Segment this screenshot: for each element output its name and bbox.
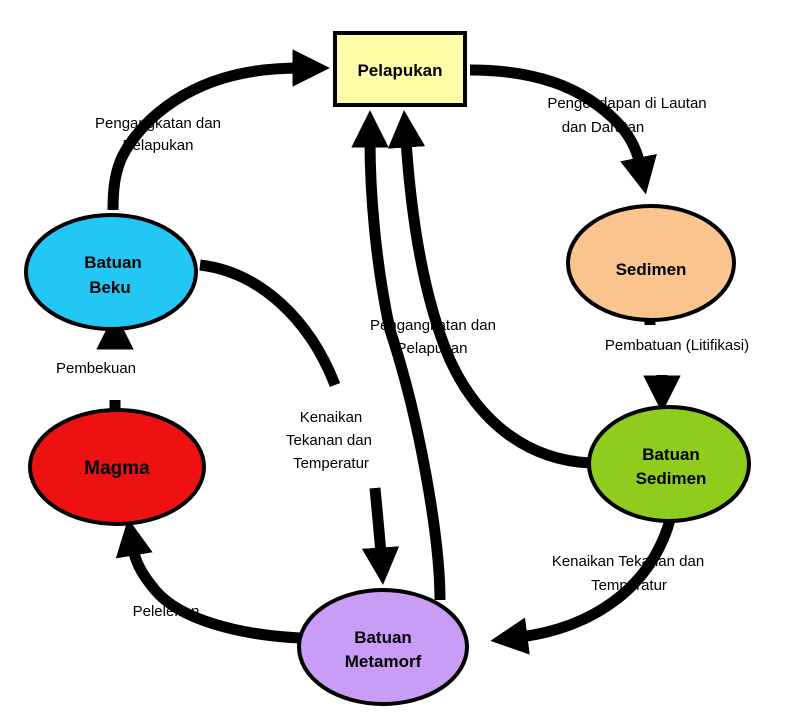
edge-label-pengangkatan-tengah: Pengangkatan dan Pelapukan (370, 317, 496, 357)
edge-label-kenaikan-kanan-line-2: Temperatur (591, 577, 667, 594)
arrow-beku-to-metamorf (199, 259, 341, 387)
node-pelapukan-box (333, 31, 467, 107)
edge-label-kenaikan-kanan-line-1: Kenaikan Tekanan dan (552, 553, 704, 570)
edge-label-kenaikan-kanan: Kenaikan Tekanan dan Temperatur (552, 553, 704, 594)
node-batuan-metamorf-label-1: Batuan (354, 628, 412, 647)
edge-label-pembatuan: Pembatuan (Litifikasi) (605, 337, 749, 354)
edge-label-pembekuan-line-1: Pembekuan (56, 360, 136, 377)
arrow-metamorf-to-pelapukan (351, 110, 446, 601)
node-sedimen: Sedimen (566, 204, 736, 322)
node-sedimen-shape (566, 204, 736, 322)
node-batuan-metamorf-label-2: Metamorf (345, 652, 422, 671)
node-batuan-sedimen-label-1: Batuan (642, 445, 700, 464)
arrow-metamorf-to-magma (115, 518, 301, 644)
edge-label-pengangkatan-tengah-line-1: Pengangkatan dan (370, 317, 496, 334)
edge-label-pengendapan-line-1: Pengendapan di Lautan (547, 95, 706, 112)
node-batuan-beku-label-2: Beku (89, 278, 131, 297)
edge-label-kenaikan-tengah-line-3: Temperatur (293, 455, 369, 472)
node-magma: Magma (28, 408, 206, 526)
node-sedimen-label: Sedimen (616, 260, 687, 279)
edge-label-pengangkatan-kiri-line-2: Pelapukan (123, 137, 194, 154)
arrow-sedimen-to-metamorf (490, 518, 676, 655)
edge-label-kenaikan-tengah-line-1: Kenaikan (300, 409, 363, 426)
node-batuan-beku-shape (24, 213, 198, 331)
node-batuan-sedimen-label-2: Sedimen (636, 469, 707, 488)
edge-label-pengendapan: Pengendapan di Lautan dan Daratan (547, 95, 706, 136)
node-batuan-sedimen-shape (587, 405, 751, 523)
edge-label-kenaikan-tengah: Kenaikan Tekanan dan Temperatur (286, 409, 372, 472)
node-pelapukan: Pelapukan (333, 31, 467, 107)
edge-label-kenaikan-tengah-line-2: Tekanan dan (286, 432, 372, 449)
edge-label-pengangkatan-kiri-line-1: Pengangkatan dan (95, 115, 221, 132)
edge-label-pelelehan-line-1: Pelelehan (133, 603, 200, 620)
node-pelapukan-label: Pelapukan (357, 61, 442, 80)
edge-label-pengendapan-line-2: dan Daratan (562, 119, 645, 136)
edge-label-pembatuan-line-1: Pembatuan (Litifikasi) (605, 337, 749, 354)
node-batuan-metamorf-shape (297, 588, 469, 706)
edge-label-pengangkatan-tengah-line-2: Pelapukan (397, 340, 468, 357)
node-batuan-beku: Batuan Beku (24, 213, 198, 331)
arrow-beku-to-pelapukan (107, 49, 330, 211)
node-batuan-beku-label-1: Batuan (84, 253, 142, 272)
arrow-sedimen-to-pelapukan (387, 110, 591, 469)
node-magma-label: Magma (84, 458, 150, 479)
node-magma-shape (28, 408, 206, 526)
edge-label-pengangkatan-kiri: Pengangkatan dan Pelapukan (95, 115, 221, 154)
arrow-pelapukan-to-sedimen (469, 64, 657, 195)
arrow-kenaikan-to-metamorf (361, 487, 400, 585)
edge-label-pembekuan: Pembekuan (56, 360, 136, 377)
edge-label-pelelehan: Pelelehan (133, 603, 200, 620)
node-batuan-metamorf: Batuan Metamorf (297, 588, 469, 706)
node-batuan-sedimen: Batuan Sedimen (587, 405, 751, 523)
